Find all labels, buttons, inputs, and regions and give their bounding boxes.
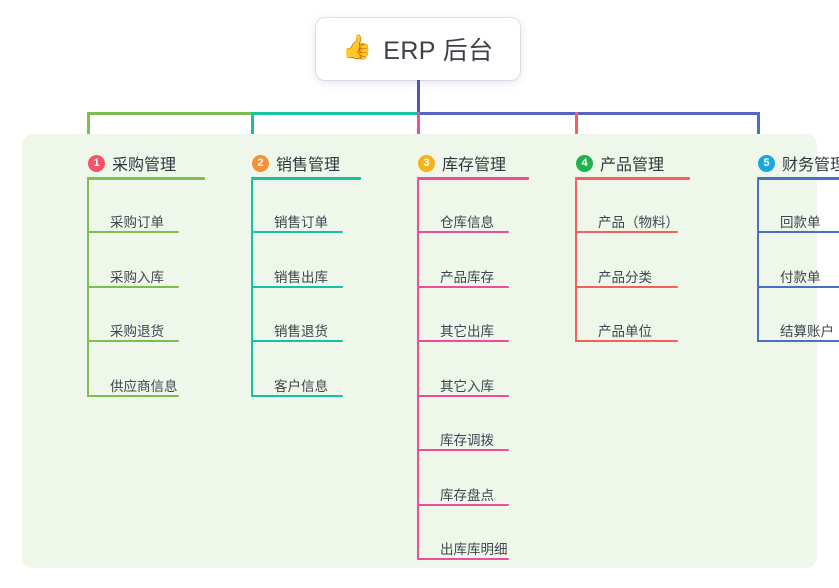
column-stub-5 [757, 112, 760, 150]
leaf-label[interactable]: 付款单 [780, 269, 821, 285]
leaf-underline [757, 340, 839, 342]
leaf-label[interactable]: 采购入库 [110, 269, 164, 285]
bus-segment-2 [251, 112, 419, 115]
column-underline-5 [757, 177, 839, 180]
column-spine-2 [251, 180, 253, 397]
column-stub-3 [417, 112, 420, 150]
leaf-underline [251, 394, 343, 397]
column-stub-1 [87, 112, 90, 150]
leaf-label[interactable]: 其它入库 [440, 378, 494, 394]
bus-segment-3 [417, 112, 760, 115]
column-badge-3: 3 [418, 154, 435, 172]
leaf-label[interactable]: 回款单 [780, 215, 821, 230]
column-title-1: 采购管理 [112, 157, 177, 174]
root-node[interactable]: 👍 ERP 后台 [316, 18, 520, 80]
leaf-underline [757, 285, 839, 288]
leaf-underline [417, 558, 509, 560]
column-badge-4: 4 [576, 154, 593, 172]
leaf-underline [251, 231, 343, 233]
leaf-label[interactable]: 库存调拨 [440, 433, 494, 448]
leaf-label[interactable]: 结算账户 [780, 324, 834, 339]
column-stub-4 [575, 112, 578, 150]
column-badge-5: 5 [758, 154, 775, 172]
column-title-3: 库存管理 [442, 157, 507, 174]
root-title: ERP 后台 [383, 37, 494, 65]
leaf-label[interactable]: 产品（物料） [598, 215, 679, 230]
column-underline-4 [575, 177, 690, 180]
column-spine-3 [417, 180, 419, 560]
leaf-label[interactable]: 销售出库 [274, 269, 328, 285]
leaf-underline [87, 285, 179, 288]
column-title-5: 财务管理 [782, 157, 839, 174]
bus-segment-1 [87, 112, 253, 115]
leaf-underline [757, 231, 839, 233]
leaf-label[interactable]: 库存盘点 [440, 487, 494, 503]
leaf-underline [251, 340, 343, 342]
leaf-label[interactable]: 产品库存 [440, 269, 494, 285]
leaf-underline [87, 231, 179, 233]
column-header-5[interactable]: 5 财务管理 [740, 150, 839, 176]
column-title-4: 产品管理 [600, 157, 665, 174]
root-node-content: 👍 ERP 后台 [342, 31, 493, 67]
leaf-label[interactable]: 仓库信息 [440, 215, 494, 230]
leaf-underline [417, 231, 509, 233]
leaf-underline [417, 394, 509, 397]
leaf-underline [417, 340, 509, 342]
leaf-underline [87, 340, 179, 342]
leaf-label[interactable]: 出库库明细 [440, 542, 508, 557]
leaf-label[interactable]: 销售订单 [274, 215, 328, 230]
leaf-underline [575, 285, 678, 288]
column-header-2[interactable]: 2 销售管理 [234, 150, 340, 176]
thumbs-up-icon: 👍 [342, 34, 373, 61]
column-stub-2 [251, 112, 254, 150]
column-header-4[interactable]: 4 产品管理 [558, 150, 664, 176]
leaf-label[interactable]: 采购订单 [110, 215, 164, 230]
leaf-label[interactable]: 客户信息 [274, 378, 328, 394]
column-underline-2 [251, 177, 361, 180]
column-header-1[interactable]: 1 采购管理 [70, 150, 176, 176]
column-spine-1 [87, 180, 89, 397]
leaf-label[interactable]: 采购退货 [110, 324, 164, 339]
leaf-underline [575, 231, 678, 233]
column-badge-2: 2 [252, 154, 269, 172]
leaf-underline [417, 285, 509, 288]
leaf-label[interactable]: 产品分类 [598, 269, 652, 285]
content-panel [22, 134, 817, 568]
column-header-3[interactable]: 3 库存管理 [400, 150, 506, 176]
column-spine-5 [757, 180, 759, 342]
column-title-2: 销售管理 [276, 157, 341, 174]
leaf-label[interactable]: 供应商信息 [110, 378, 178, 394]
leaf-underline [575, 340, 678, 342]
leaf-underline [417, 449, 509, 451]
leaf-label[interactable]: 销售退货 [274, 324, 328, 339]
leaf-label[interactable]: 其它出库 [440, 324, 494, 339]
column-badge-1: 1 [88, 154, 105, 172]
leaf-underline [417, 503, 509, 506]
column-spine-4 [575, 180, 577, 342]
column-underline-1 [87, 177, 205, 180]
column-underline-3 [417, 177, 529, 180]
leaf-label[interactable]: 产品单位 [598, 324, 652, 339]
leaf-underline [87, 394, 179, 397]
root-stem-connector [417, 80, 420, 115]
leaf-underline [251, 285, 343, 288]
